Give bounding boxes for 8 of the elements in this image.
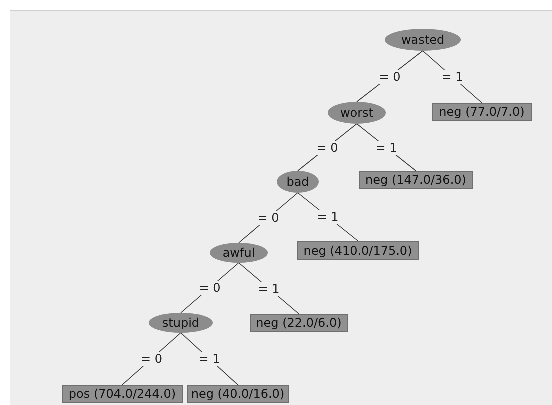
edge-label: = 0	[139, 352, 164, 366]
leaf-box: neg (22.0/6.0)	[250, 314, 348, 332]
leaf-box: neg (410.0/175.0)	[297, 241, 419, 260]
leaf-box: neg (147.0/36.0)	[359, 171, 473, 189]
leaf-box: neg (77.0/7.0)	[432, 103, 532, 121]
leaf-box: neg (40.0/16.0)	[187, 385, 289, 403]
edge-label: = 0	[377, 70, 403, 84]
leaf-box: pos (704.0/244.0)	[62, 385, 183, 403]
